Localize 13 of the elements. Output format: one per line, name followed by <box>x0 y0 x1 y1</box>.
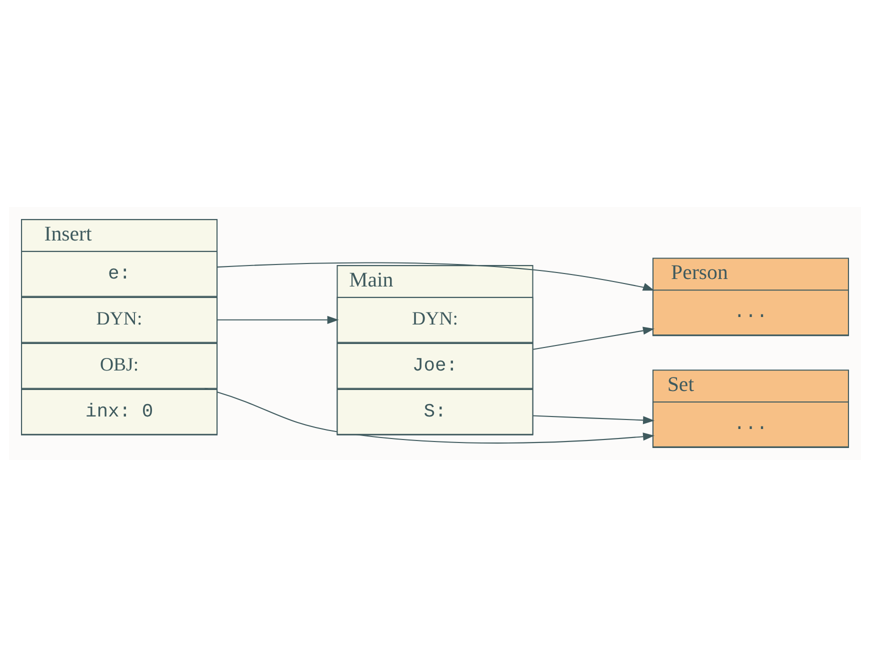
node-box: Joe: <box>336 342 534 388</box>
arrow <box>533 326 655 350</box>
node-box: DYN: <box>336 296 534 342</box>
node-box: inx: 0 <box>21 388 218 434</box>
node-box: DYN: <box>21 296 218 342</box>
arrow <box>217 262 654 290</box>
node-box: e: <box>21 250 218 296</box>
node-box: ... <box>652 400 849 447</box>
node-box: ... <box>652 289 849 336</box>
arrow <box>217 315 339 324</box>
node-box: S: <box>336 388 534 434</box>
node-box: OBJ: <box>21 342 218 388</box>
arrow <box>533 414 655 424</box>
